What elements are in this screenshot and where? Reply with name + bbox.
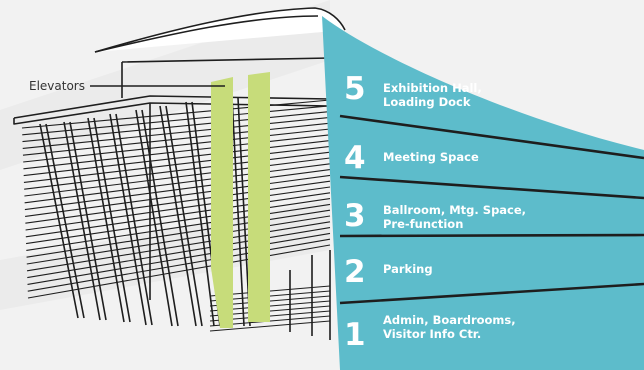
floor-label-line: Parking (383, 262, 433, 276)
floor-label-line: Ballroom, Mtg. Space, (383, 203, 526, 217)
floor-label-line: Meeting Space (383, 150, 479, 164)
floor-divider (339, 175, 644, 200)
roof-shell (94, 7, 346, 53)
facade-fin (135, 109, 173, 327)
backdrop-band (0, 0, 330, 170)
facade-louvre (23, 134, 331, 170)
facade-fin (93, 117, 131, 323)
floor-number: 2 (344, 254, 366, 290)
facade-louvre (26, 221, 331, 272)
facade-fin (39, 123, 79, 319)
roof-box (121, 57, 331, 98)
floor-number: 3 (344, 198, 366, 234)
facade-fin (63, 121, 101, 321)
floor-5: 5 Exhibition Hall, Loading Dock (344, 71, 482, 109)
facade-louvre (27, 232, 331, 285)
facade-fin (231, 97, 245, 327)
facade-fin (115, 113, 153, 326)
facade-fin (109, 113, 147, 326)
facade-fin (185, 101, 215, 327)
facade-fin (159, 105, 197, 327)
floor-4: 4 Meeting Space (344, 140, 479, 176)
elevator-shaft-left (211, 77, 233, 328)
floor-divider (339, 282, 644, 305)
elevators-label: Elevators (29, 79, 85, 93)
facade-louvre (21, 99, 331, 129)
floor-divider (339, 114, 644, 160)
roof-edge (94, 15, 319, 53)
canopy-bottom (13, 102, 331, 125)
facade-louvre (209, 320, 331, 332)
floor-1: 1 Admin, Boardrooms, Visitor Info Ctr. (344, 313, 516, 353)
floor-number: 4 (344, 140, 366, 176)
facade-louvre (24, 163, 331, 204)
facade-louvre (26, 209, 331, 258)
facade-fin (87, 117, 125, 323)
facade-louvre (26, 215, 331, 265)
facade-louvre (22, 105, 331, 136)
elevator-shaft-right (248, 72, 270, 322)
floor-number: 5 (344, 71, 366, 107)
facade-louvre (23, 145, 331, 183)
facade-louvre (23, 128, 331, 163)
facade-louvre (26, 203, 331, 251)
facade-louvre (22, 111, 331, 143)
floor-label-line: Loading Dock (383, 95, 471, 109)
floor-2: 2 Parking (344, 254, 433, 290)
floor-number: 1 (344, 317, 366, 353)
facade-louvre (27, 227, 331, 279)
facade-louvre (25, 186, 331, 231)
floor-label-line: Visitor Info Ctr. (383, 327, 481, 341)
floor-label-line: Pre-function (383, 217, 463, 231)
floor-3: 3 Ballroom, Mtg. Space, Pre-function (344, 198, 526, 234)
facade-louvre (24, 169, 331, 211)
floor-dividers (339, 114, 644, 305)
building-drawing (13, 7, 346, 340)
facade-louvre (25, 174, 331, 217)
floor-panel (322, 16, 644, 370)
facade-fin (165, 105, 203, 327)
facade-fin (45, 123, 85, 319)
facade-louvre (22, 122, 331, 156)
floor-label-line: Exhibition Hall, (383, 81, 482, 95)
facade-louvre (23, 140, 331, 177)
facade-lines (21, 99, 331, 332)
facade-fin (141, 109, 179, 327)
facade-fin (69, 121, 107, 321)
floor-divider (339, 233, 644, 238)
facade-louvre (25, 180, 331, 224)
floor-label-line: Admin, Boardrooms, (383, 313, 516, 327)
facade-louvre (27, 238, 331, 292)
